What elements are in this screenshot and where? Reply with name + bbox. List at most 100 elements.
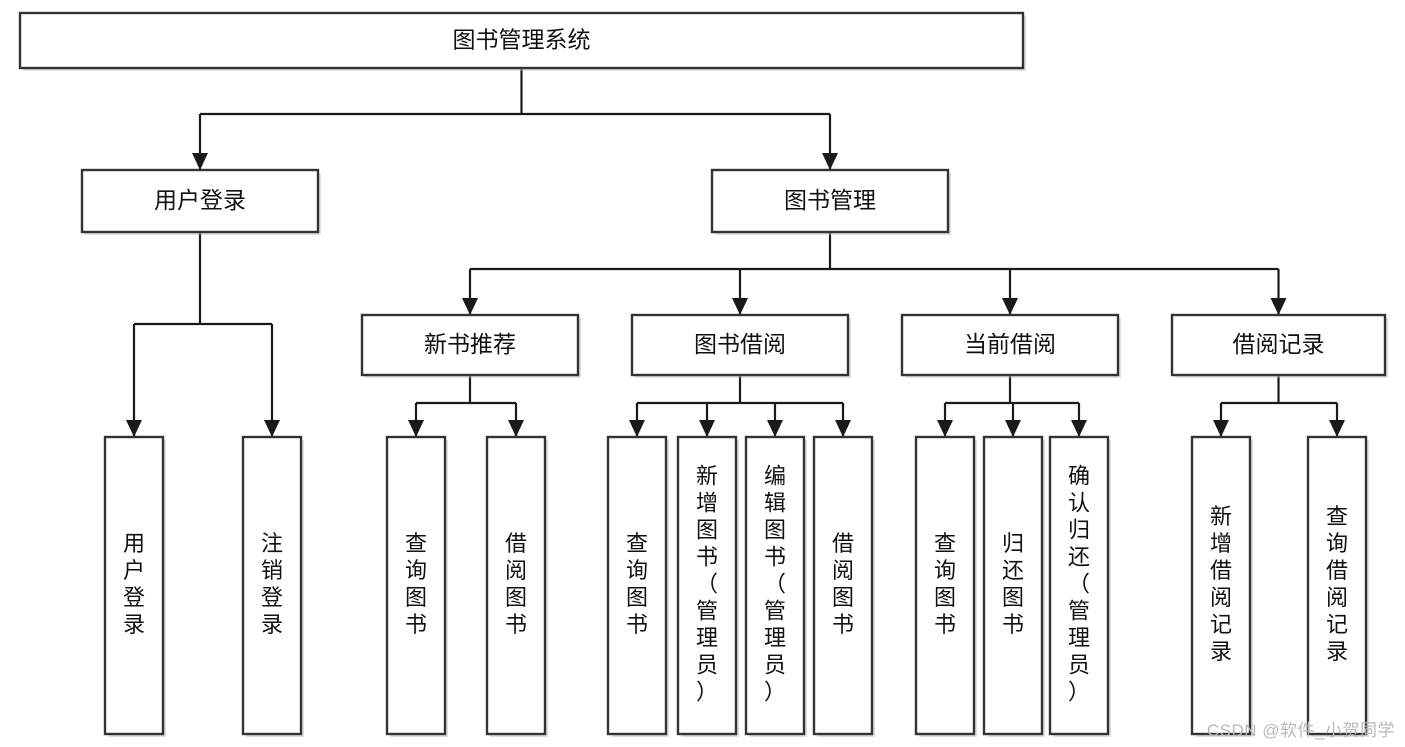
svg-text:录: 录: [1210, 639, 1232, 664]
svg-text:）: ）: [696, 679, 718, 704]
svg-text:员: 员: [764, 652, 786, 677]
node-label: 用户登录: [154, 187, 246, 213]
node-label: 借阅记录: [1233, 331, 1325, 357]
svg-text:借: 借: [832, 531, 854, 556]
node-current-borrow[interactable]: 当前借阅: [900, 313, 1121, 378]
node-label: 当前借阅: [964, 331, 1056, 357]
svg-text:图: 图: [626, 585, 648, 610]
arrow-head: [629, 420, 645, 437]
svg-text:员: 员: [1068, 652, 1090, 677]
svg-text:查: 查: [1326, 504, 1348, 529]
arrow-head: [126, 420, 142, 437]
svg-text:登: 登: [123, 585, 145, 610]
svg-text:书: 书: [1002, 612, 1024, 637]
connector-layer: [126, 68, 1345, 437]
svg-text:编: 编: [764, 463, 786, 488]
svg-text:员: 员: [696, 652, 718, 677]
arrow-head: [699, 420, 715, 437]
svg-text:询: 询: [405, 558, 427, 583]
node-user-login[interactable]: 用户登录: [80, 168, 321, 235]
svg-text:新: 新: [1210, 504, 1232, 529]
svg-text:借: 借: [1210, 558, 1232, 583]
svg-text:确: 确: [1068, 463, 1090, 488]
arrow-head: [937, 420, 953, 437]
svg-text:理: 理: [764, 625, 786, 650]
node-layer: 图书管理系统用户登录图书管理新书推荐图书借阅当前借阅借阅记录用户登录注销登录查询…: [18, 11, 1388, 737]
svg-text:查: 查: [934, 531, 956, 556]
svg-text:书: 书: [764, 544, 786, 569]
edges-from-borrow-record: [1213, 375, 1345, 437]
svg-text:阅: 阅: [1326, 585, 1348, 610]
svg-text:（: （: [1068, 571, 1090, 596]
arrow-head: [822, 153, 838, 170]
svg-text:书: 书: [626, 612, 648, 637]
arrow-head: [1270, 298, 1287, 315]
svg-text:）: ）: [1068, 679, 1090, 704]
svg-text:用: 用: [123, 531, 145, 556]
svg-text:还: 还: [1002, 558, 1024, 583]
svg-text:图: 图: [764, 517, 786, 542]
node-borrow-record[interactable]: 借阅记录: [1170, 313, 1388, 378]
svg-text:图: 图: [934, 585, 956, 610]
edges-from-book-borrow: [629, 375, 851, 437]
svg-text:理: 理: [696, 625, 718, 650]
arrow-head: [835, 420, 851, 437]
arrow-head: [508, 420, 524, 437]
svg-text:认: 认: [1068, 490, 1090, 515]
arrow-head: [1071, 420, 1087, 437]
svg-text:书: 书: [505, 612, 527, 637]
arrow-head: [408, 420, 424, 437]
svg-text:录: 录: [261, 612, 283, 637]
svg-text:（: （: [764, 571, 786, 596]
svg-text:图: 图: [832, 585, 854, 610]
svg-text:阅: 阅: [1210, 585, 1232, 610]
svg-text:注: 注: [261, 531, 283, 556]
edges-from-root: [192, 68, 838, 170]
svg-text:书: 书: [696, 544, 718, 569]
svg-text:记: 记: [1210, 612, 1232, 637]
node-leaf-user-login[interactable]: 用户登录: [103, 435, 166, 737]
node-label: 图书管理系统: [453, 27, 591, 53]
svg-text:新: 新: [696, 463, 718, 488]
svg-text:记: 记: [1326, 612, 1348, 637]
node-book-manage[interactable]: 图书管理: [710, 168, 951, 235]
svg-text:查: 查: [405, 531, 427, 556]
node-root[interactable]: 图书管理系统: [18, 11, 1026, 71]
svg-text:）: ）: [764, 679, 786, 704]
edges-from-new-book-recommend: [408, 375, 524, 437]
arrow-head: [462, 298, 478, 315]
svg-text:户: 户: [123, 558, 145, 583]
svg-text:还: 还: [1068, 544, 1090, 569]
svg-text:阅: 阅: [505, 558, 527, 583]
svg-text:书: 书: [832, 612, 854, 637]
node-book-borrow[interactable]: 图书借阅: [630, 313, 851, 378]
node-new-book-recommend[interactable]: 新书推荐: [360, 313, 581, 378]
svg-text:理: 理: [1068, 625, 1090, 650]
arrow-head: [1329, 420, 1345, 437]
arrow-head: [732, 298, 748, 315]
svg-text:图: 图: [696, 517, 718, 542]
node-label: 图书管理: [784, 187, 876, 213]
svg-text:增: 增: [696, 490, 718, 515]
svg-text:图: 图: [1002, 585, 1024, 610]
node-label: 新书推荐: [424, 331, 516, 357]
arrow-head: [1002, 298, 1018, 315]
